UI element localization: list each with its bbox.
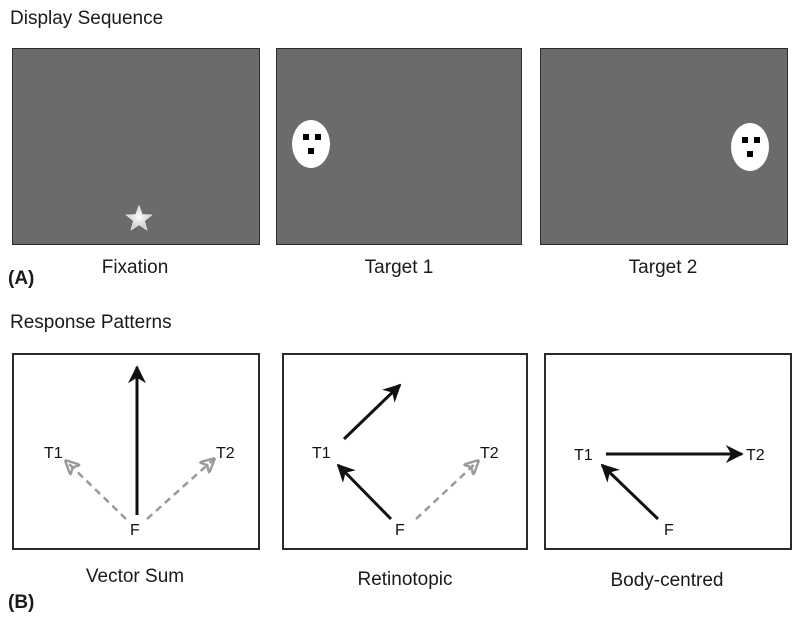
vector-sum-frame: T1 T2 F	[12, 353, 260, 550]
solid-arrow-f-to-t1	[600, 463, 660, 521]
fixation-screen	[12, 48, 260, 245]
dashed-arrow-t2	[146, 459, 214, 520]
target-2-screen	[540, 48, 788, 245]
face-icon	[731, 123, 769, 171]
dashed-arrow-t2	[415, 461, 478, 520]
t1-label: T1	[44, 445, 63, 462]
vector-sum-caption: Vector Sum	[85, 566, 185, 587]
body-centred-frame: T1 T2 F	[544, 353, 792, 550]
display-sequence-heading: Display Sequence	[10, 8, 164, 29]
response-patterns-heading: Response Patterns	[10, 312, 172, 333]
solid-arrow-f-to-t1	[336, 463, 393, 521]
panel-a-label: (A)	[8, 268, 35, 289]
f-label: F	[664, 522, 674, 539]
solid-arrow-t1-up	[342, 383, 402, 441]
f-label: F	[395, 522, 405, 539]
body-centred-caption: Body-centred	[610, 570, 724, 591]
retinotopic-caption: Retinotopic	[357, 569, 453, 590]
star-icon	[125, 204, 153, 231]
face-icon	[292, 120, 330, 168]
fixation-caption: Fixation	[101, 257, 169, 278]
f-label: F	[130, 522, 140, 539]
target-1-screen	[276, 48, 522, 245]
t2-label: T2	[480, 445, 499, 462]
t2-label: T2	[216, 445, 235, 462]
panel-b-label: (B)	[8, 592, 35, 613]
target-1-caption: Target 1	[364, 257, 434, 278]
dashed-arrow-t1	[66, 461, 127, 520]
t2-label: T2	[746, 447, 765, 464]
target-2-caption: Target 2	[628, 257, 698, 278]
t1-label: T1	[312, 445, 331, 462]
t1-label: T1	[574, 447, 593, 464]
retinotopic-frame: T1 T2 F	[282, 353, 528, 550]
